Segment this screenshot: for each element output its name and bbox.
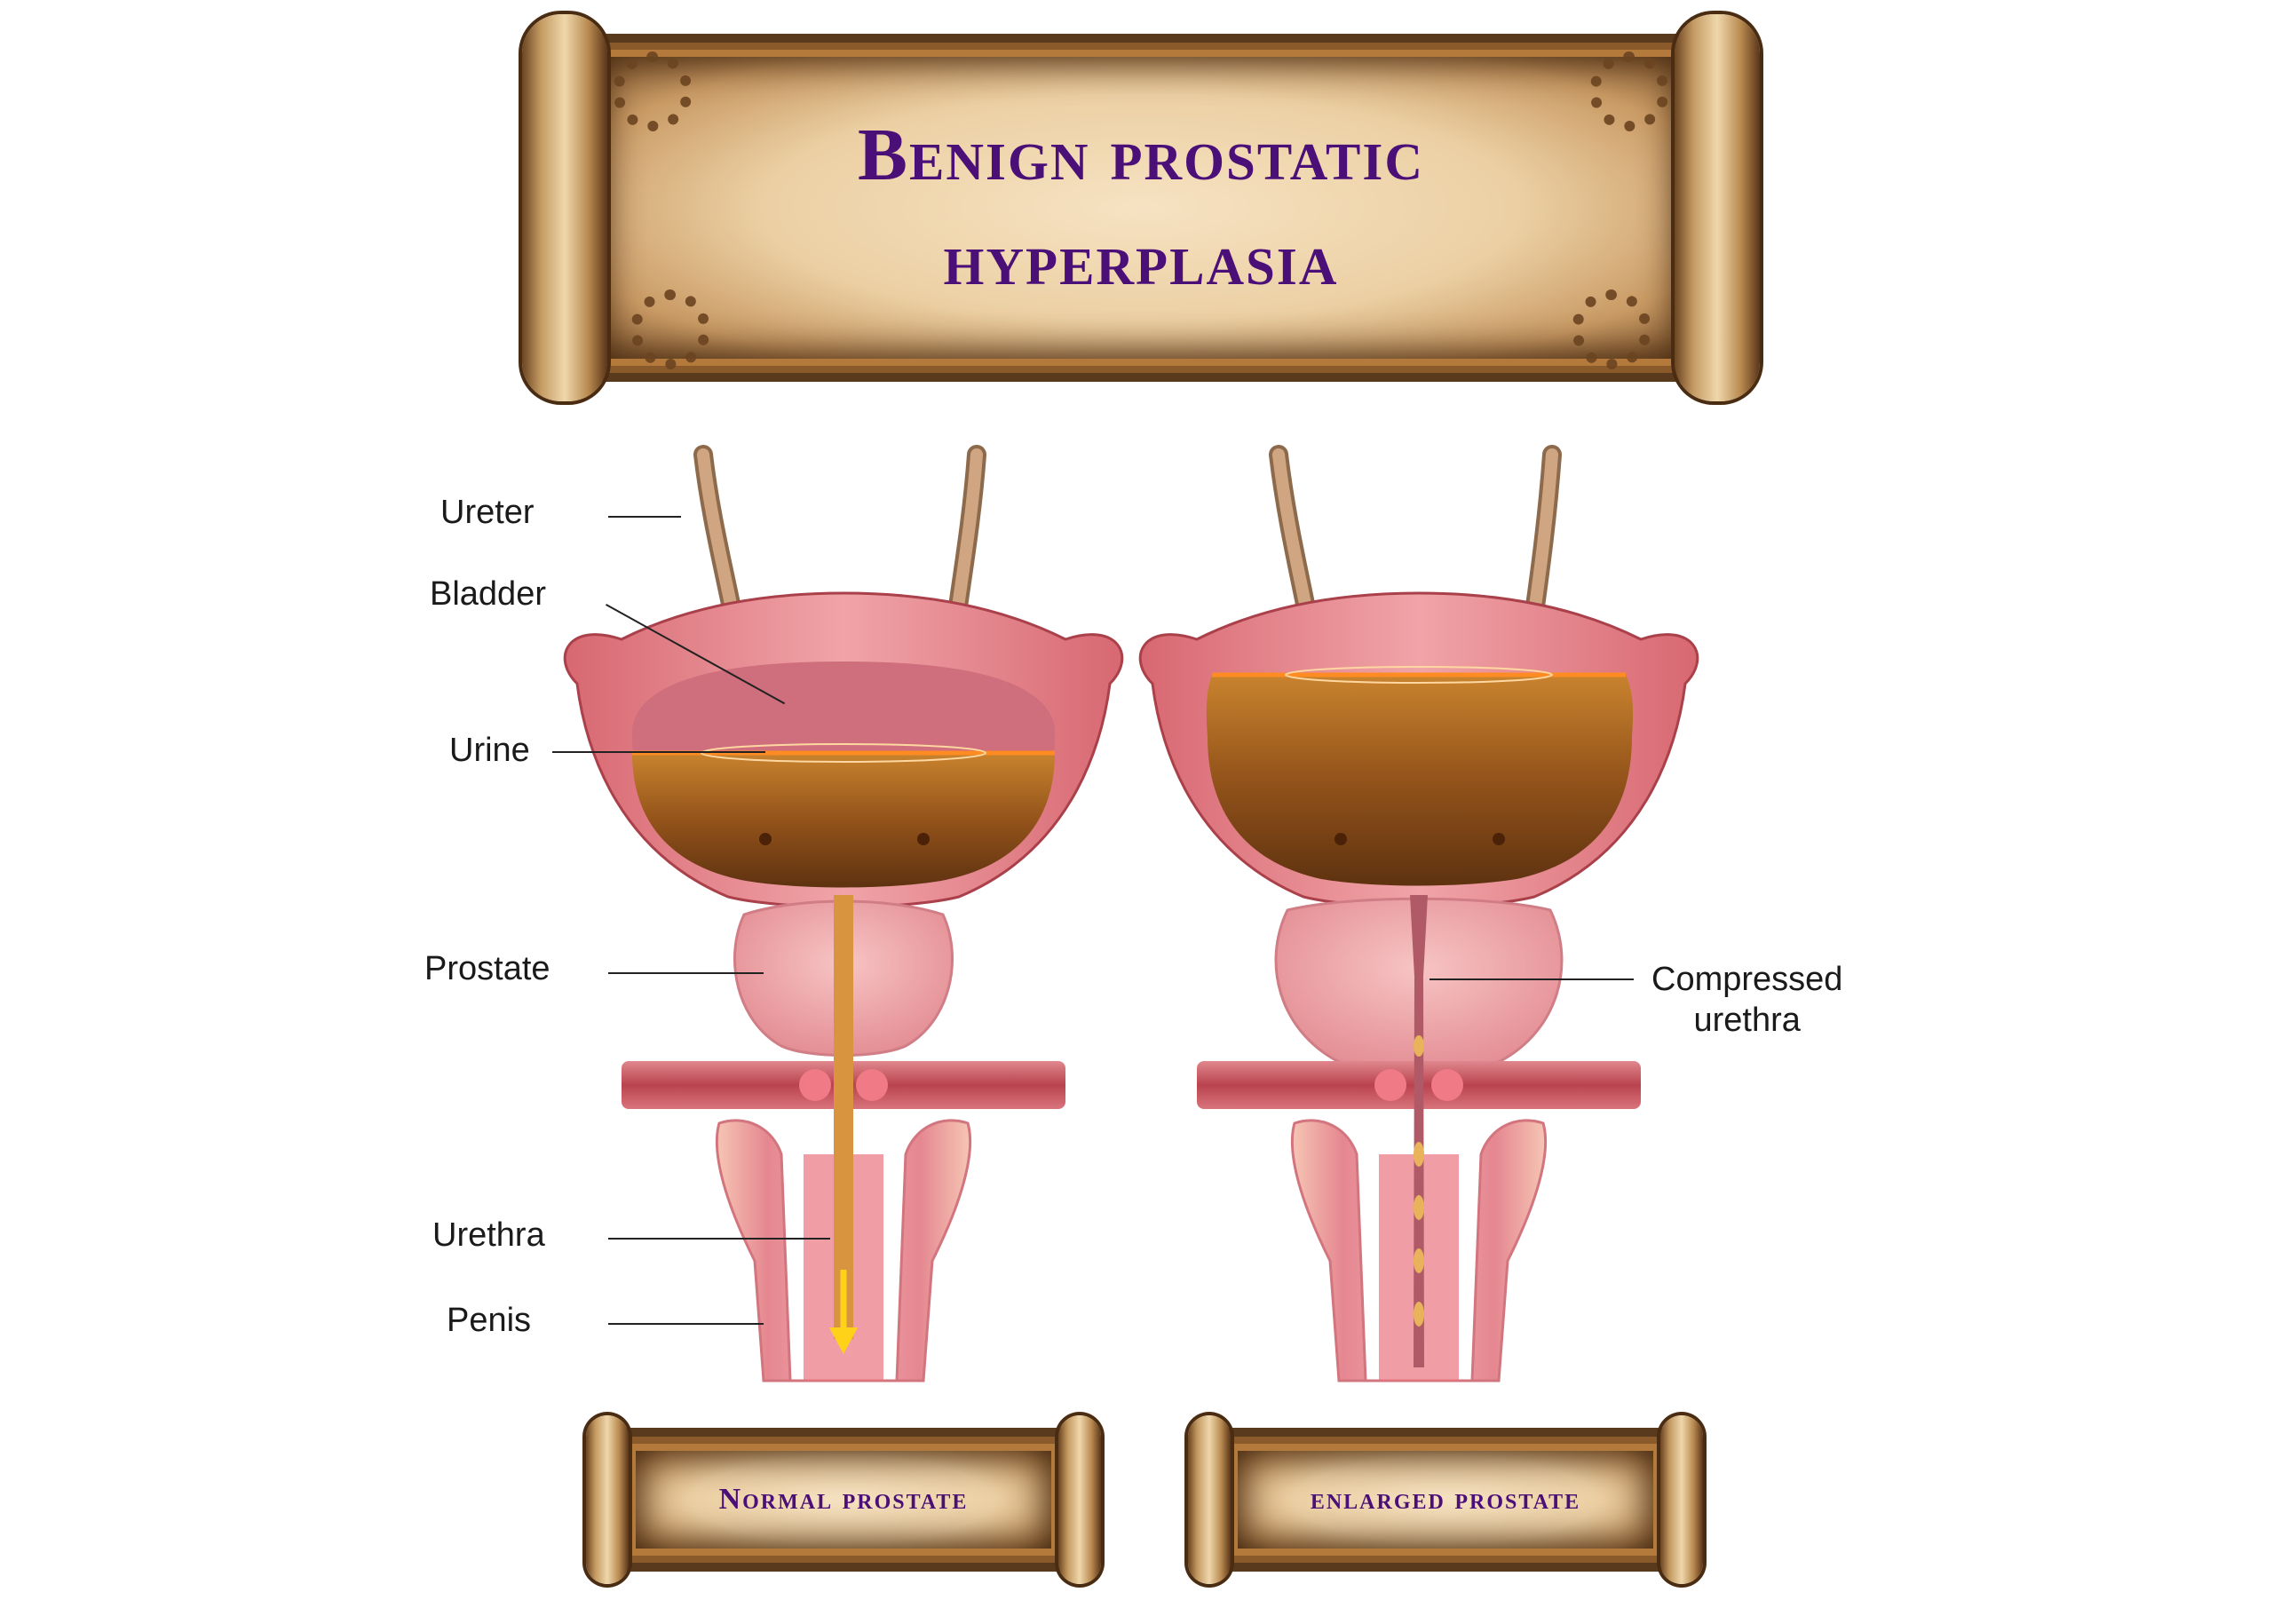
scroll-roll-right <box>1058 1415 1101 1584</box>
caption-banner-normal: Normal prostate <box>586 1415 1101 1584</box>
parchment-background <box>1215 1428 1676 1572</box>
label-penis: Penis <box>447 1302 532 1339</box>
label-compressed-urethra: Compressed urethra <box>1651 959 1842 1041</box>
penis-normal <box>715 1119 972 1382</box>
label-urethra: Urethra <box>432 1216 545 1254</box>
scroll-roll-left <box>586 1415 629 1584</box>
leader-line <box>608 1323 764 1325</box>
leader-line <box>608 972 764 974</box>
urine <box>632 753 1055 888</box>
scroll-roll-left <box>1188 1415 1231 1584</box>
urine <box>1206 675 1634 886</box>
leader-line <box>608 516 681 518</box>
caption-normal-prostate: Normal prostate <box>718 1483 969 1516</box>
label-bladder: Bladder <box>430 575 546 613</box>
label-ureter: Ureter <box>440 494 535 531</box>
page-title: Benign prostatic hyperplasia <box>858 114 1424 301</box>
scroll-roll-right <box>1675 14 1760 401</box>
label-prostate: Prostate <box>424 950 550 987</box>
urethra-compressed <box>1410 895 1428 1367</box>
normal-prostate-diagram <box>563 445 1124 1382</box>
urethra-normal <box>834 895 853 1339</box>
caption-banner-enlarged: enlarged prostate <box>1188 1415 1703 1584</box>
leader-line <box>608 1238 830 1240</box>
penis-enlarged <box>1290 1119 1548 1382</box>
title-banner: Benign prostatic hyperplasia <box>522 14 1760 401</box>
parchment-background <box>613 1428 1074 1572</box>
leader-line <box>1430 978 1634 980</box>
label-urine: Urine <box>449 732 530 769</box>
leader-line <box>552 751 765 753</box>
label-compressed-urethra-line2: urethra <box>1693 1002 1801 1039</box>
caption-enlarged-prostate: enlarged prostate <box>1310 1483 1581 1516</box>
scroll-roll-left <box>522 14 607 401</box>
parchment-background <box>577 34 1705 382</box>
scroll-roll-right <box>1660 1415 1703 1584</box>
enlarged-prostate-diagram <box>1138 445 1699 1382</box>
label-compressed-urethra-line1: Compressed <box>1651 961 1843 998</box>
